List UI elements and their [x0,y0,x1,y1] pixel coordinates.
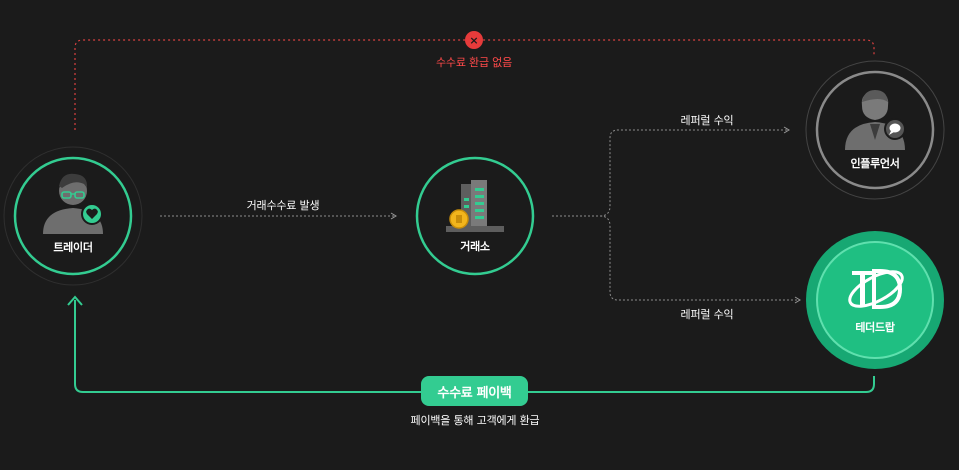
coin-icon [449,209,469,229]
no-refund-icon: × [465,31,483,49]
exchange-node [415,156,535,276]
payback-description: 페이백을 통해 고객에게 환급 [410,414,540,427]
referral-branch-lower [599,215,801,304]
exchange-label: 거래소 [460,240,490,253]
no-refund-label: 수수료 환급 없음 [435,56,513,69]
referral-branch [552,126,790,217]
trader-node [3,146,143,286]
referral-label-top: 레퍼럴 수익 [680,114,734,127]
payback-arrowhead [67,295,83,306]
influencer-label: 인플루언서 [850,157,900,170]
influencer-avatar-icon [845,90,905,150]
tetherdrop-node [806,231,944,369]
building-icon [446,180,504,232]
trader-label: 트레이더 [53,241,93,254]
influencer-node [805,60,945,200]
referral-label-bottom: 레퍼럴 수익 [680,308,734,321]
tetherdrop-logo-icon [848,269,904,309]
tetherdrop-label: 테더드랍 [855,321,895,334]
chat-badge-icon [884,118,906,140]
fee-label: 거래수수료 발생 [246,199,320,212]
heart-badge-icon [81,203,103,225]
payback-pill: 수수료 페이백 [421,376,528,406]
